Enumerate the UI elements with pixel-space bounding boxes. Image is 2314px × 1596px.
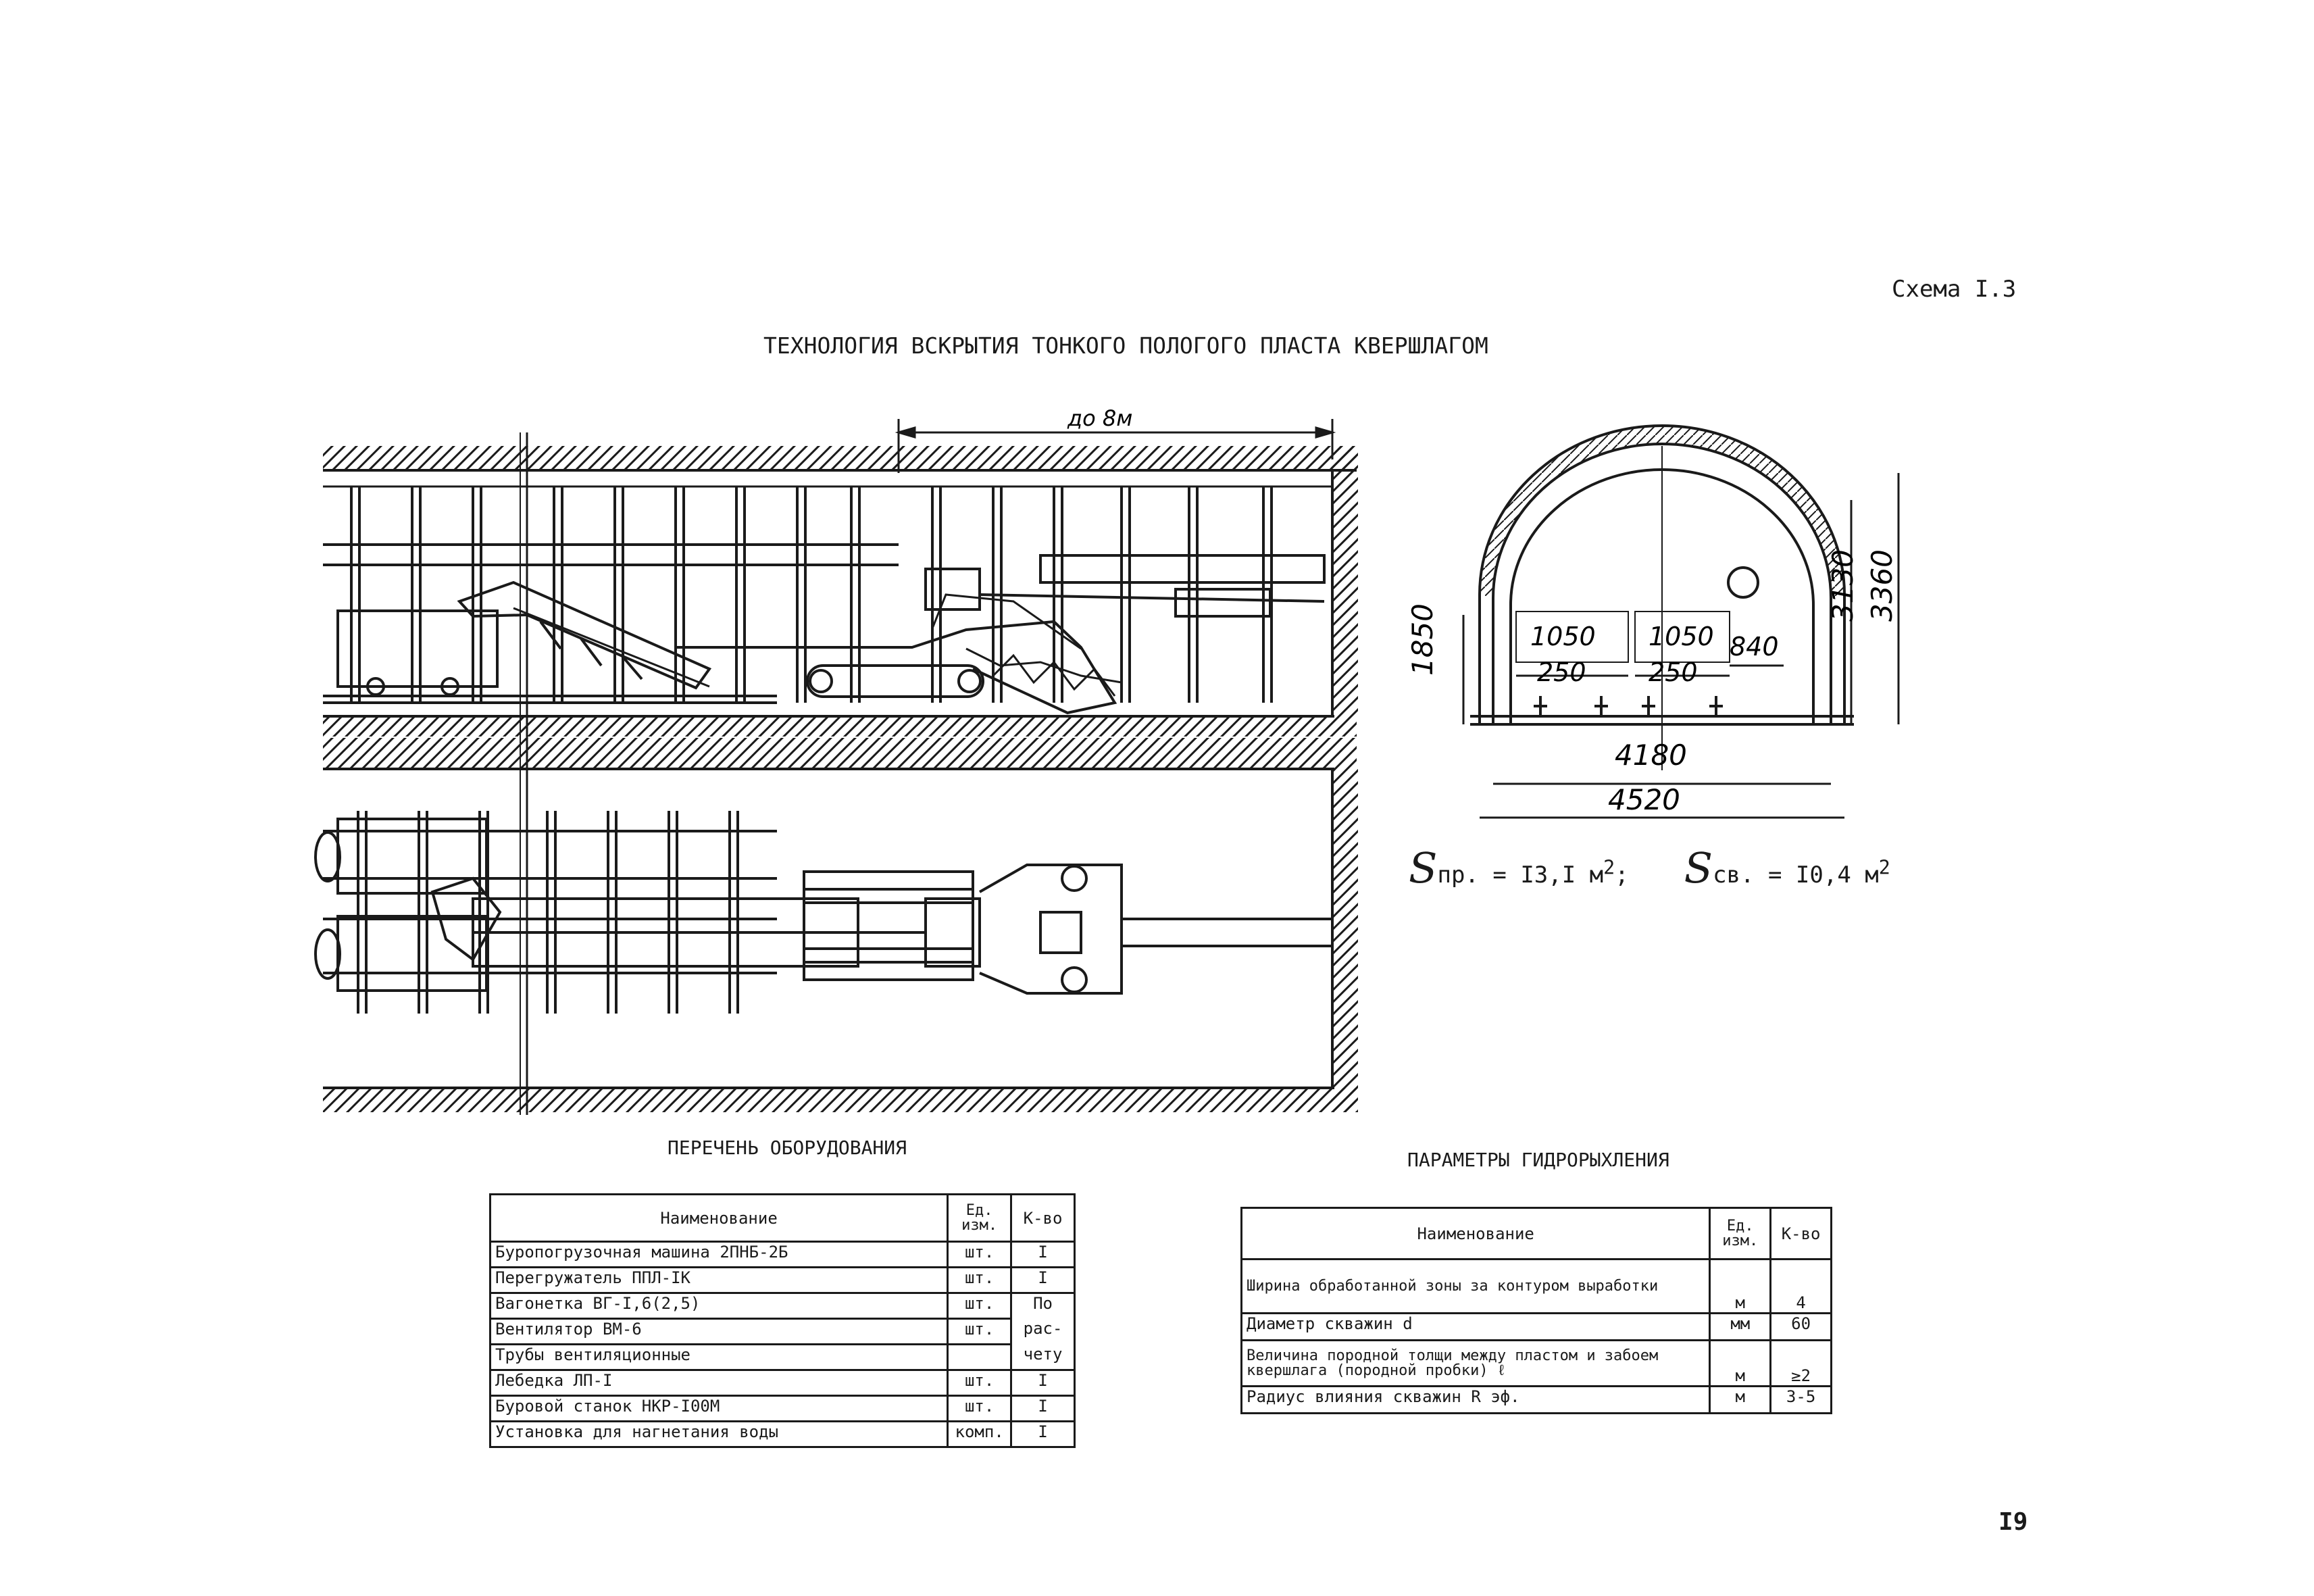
cell-unit: м bbox=[1709, 1339, 1772, 1387]
params-header-qty: К-во bbox=[1769, 1207, 1832, 1260]
cell-unit: шт. bbox=[947, 1292, 1013, 1320]
params-header-row: Наименование Ед. изм. К-во bbox=[1240, 1207, 1832, 1260]
dim-1050-a: 1050 bbox=[1530, 622, 1596, 651]
cell-name: Перегружатель ППЛ-IК bbox=[488, 1266, 949, 1294]
cell-qty: I bbox=[1010, 1395, 1076, 1422]
page-title: ТЕХНОЛОГИЯ ВСКРЫТИЯ ТОНКОГО ПОЛОГОГО ПЛА… bbox=[763, 332, 1488, 359]
params-header-name: Наименование bbox=[1240, 1207, 1711, 1260]
cell-unit: комп. bbox=[947, 1420, 1013, 1448]
cell-name: Лебедка ЛП-I bbox=[488, 1369, 949, 1397]
longitudinal-section bbox=[323, 432, 1358, 1115]
cell-unit: м bbox=[1709, 1258, 1772, 1314]
cell-unit: шт. bbox=[947, 1266, 1013, 1294]
cell-unit: м bbox=[1709, 1385, 1772, 1414]
cell-qty: I bbox=[1010, 1369, 1076, 1397]
page-number: I9 bbox=[1998, 1508, 2028, 1536]
cell-qty: 60 bbox=[1769, 1312, 1832, 1341]
dim-840: 840 bbox=[1730, 632, 1779, 662]
cell-name: Трубы вентиляционные bbox=[488, 1343, 949, 1371]
cell-qty: I bbox=[1010, 1420, 1076, 1448]
cell-name: Буропогрузочная машина 2ПНБ-2Б bbox=[488, 1241, 949, 1268]
dim-4520: 4520 bbox=[1608, 783, 1680, 816]
area-separator: ; bbox=[1615, 862, 1629, 889]
cell-qty: ≥2 bbox=[1769, 1339, 1832, 1387]
table-row: Трубы вентиляционные чету bbox=[488, 1343, 1076, 1371]
cell-unit: шт. bbox=[947, 1369, 1013, 1397]
cell-qty: По bbox=[1010, 1292, 1076, 1319]
table-row: Величина породной толщи между пластом и … bbox=[1240, 1339, 1832, 1387]
dim-4180: 4180 bbox=[1615, 739, 1687, 772]
table-row: Ширина обработанной зоны за контуром выр… bbox=[1240, 1258, 1832, 1314]
area-symbol-pr: S bbox=[1409, 843, 1438, 893]
plan-view bbox=[314, 769, 1358, 1112]
dim-250-b: 250 bbox=[1649, 657, 1698, 687]
equipment-header-name: Наименование bbox=[488, 1193, 949, 1243]
top-dimension bbox=[895, 419, 1336, 473]
dim-1050-b: 1050 bbox=[1649, 622, 1714, 651]
top-dimension-label: до 8м bbox=[1067, 405, 1132, 431]
cell-name: Радиус влияния скважин R эф. bbox=[1240, 1385, 1711, 1414]
cell-name: Буровой станок НКР-I00М bbox=[488, 1395, 949, 1422]
equipment-header-unit: Ед. изм. bbox=[947, 1193, 1013, 1243]
dim-3130: 3130 bbox=[1826, 549, 1859, 622]
cell-unit: мм bbox=[1709, 1312, 1772, 1341]
area-symbol-sv: S bbox=[1684, 843, 1713, 893]
cell-unit: шт. bbox=[947, 1241, 1013, 1268]
cell-name: Величина породной толщи между пластом и … bbox=[1240, 1339, 1711, 1387]
area-value-sv: = I0,4 м bbox=[1767, 862, 1879, 889]
equipment-header-qty: К-во bbox=[1010, 1193, 1076, 1243]
scheme-label: Схема I.3 bbox=[1892, 276, 2017, 303]
area-exp-pr: 2 bbox=[1603, 856, 1615, 879]
area-sub-sv: св. bbox=[1713, 862, 1755, 889]
cell-qty: 3-5 bbox=[1769, 1385, 1832, 1414]
cell-qty: 4 bbox=[1769, 1258, 1832, 1314]
params-table: Наименование Ед. изм. К-во Ширина обрабо… bbox=[1240, 1207, 1832, 1414]
equipment-table-wrap: Наименование Ед. изм. К-во Буропогрузочн… bbox=[488, 1193, 1076, 1448]
cell-qty: чету bbox=[1010, 1344, 1076, 1371]
area-exp-sv: 2 bbox=[1878, 856, 1890, 879]
equipment-table: Наименование Ед. изм. К-во Буропогрузочн… bbox=[488, 1193, 1076, 1448]
table-row: Вагонетка ВГ-I,6(2,5)шт.По bbox=[488, 1292, 1076, 1320]
equipment-header-row: Наименование Ед. изм. К-во bbox=[488, 1193, 1076, 1243]
cell-qty: рас- bbox=[1010, 1318, 1076, 1345]
cross-section bbox=[1470, 424, 1854, 770]
cell-unit: шт. bbox=[947, 1318, 1013, 1345]
cell-unit: шт. bbox=[947, 1395, 1013, 1422]
params-table-wrap: Наименование Ед. изм. К-во Ширина обрабо… bbox=[1240, 1207, 1832, 1414]
cross-section-dimensions bbox=[1462, 473, 1900, 819]
dim-1850: 1850 bbox=[1406, 603, 1439, 676]
area-sub-pr: пр. bbox=[1437, 862, 1479, 889]
params-title: ПАРАМЕТРЫ ГИДРОРЫХЛЕНИЯ bbox=[1407, 1149, 1669, 1171]
cell-name: Ширина обработанной зоны за контуром выр… bbox=[1240, 1258, 1711, 1314]
cell-qty: I bbox=[1010, 1266, 1076, 1294]
cell-name: Вагонетка ВГ-I,6(2,5) bbox=[488, 1292, 949, 1320]
dim-250-a: 250 bbox=[1537, 657, 1586, 687]
cell-name: Установка для нагнетания воды bbox=[488, 1420, 949, 1448]
equipment-title: ПЕРЕЧЕНЬ ОБОРУДОВАНИЯ bbox=[668, 1137, 907, 1159]
params-header-unit: Ед. изм. bbox=[1709, 1207, 1772, 1260]
cell-qty: I bbox=[1010, 1241, 1076, 1268]
dim-3360: 3360 bbox=[1865, 549, 1898, 622]
cell-name: Диаметр скважин d bbox=[1240, 1312, 1711, 1341]
cross-section-areas: Sпр. = I3,I м2; Sсв. = I0,4 м2 bbox=[1409, 843, 1890, 893]
cell-name: Вентилятор ВМ-6 bbox=[488, 1318, 949, 1345]
area-value-pr: = I3,I м bbox=[1492, 862, 1604, 889]
cell-unit bbox=[947, 1343, 1013, 1371]
